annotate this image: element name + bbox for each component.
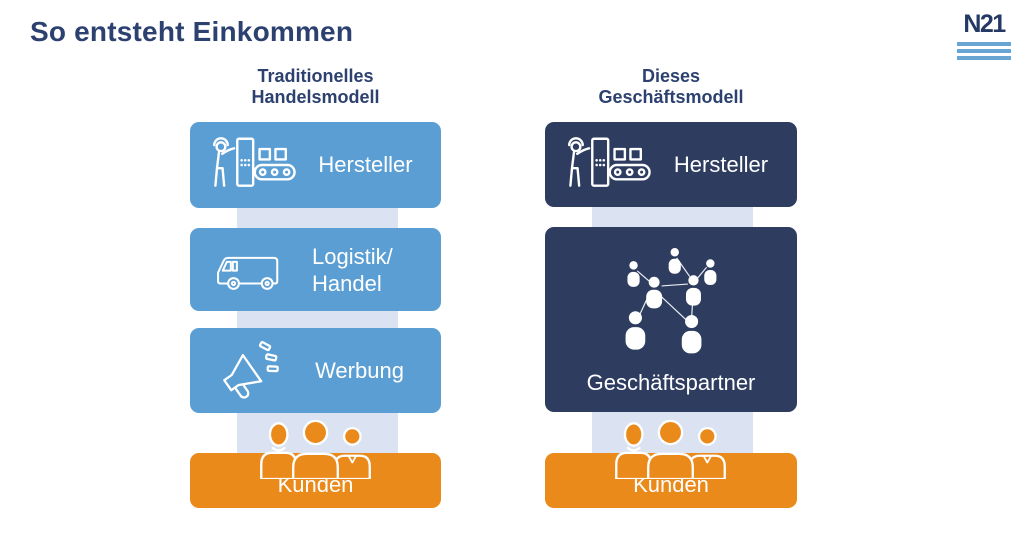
box-business-partners: Geschäftspartner [545,227,797,412]
logo-stripe-icon [957,42,1011,46]
header-line: Handelsmodell [251,87,380,107]
logo-wordmark: N21 [963,10,1006,38]
logo-stripe-icon [957,49,1011,53]
box-label: Geschäftspartner [586,370,756,395]
box-label: Werbung [315,357,404,383]
box-manufacturer-traditional: Hersteller [190,122,441,208]
column-header-this-business-model: Dieses Geschäftsmodell [545,66,797,108]
header-line: Traditionelles [257,66,374,86]
box-label: Hersteller [673,151,769,177]
column-header-traditional-model: Traditionelles Handelsmodell [190,66,441,108]
box-label-line: Logistik/ [312,243,393,269]
factory-worker-icon [557,130,653,200]
logo-stripe-icon [957,56,1011,60]
box-logistics-trade: Logistik/ Handel [190,228,441,311]
delivery-truck-icon [212,247,286,293]
box-advertising: Werbung [190,328,441,413]
megaphone-icon [210,339,286,403]
box-label-line: Handel [312,270,382,296]
box-label: Logistik/ Handel [286,243,441,297]
brand-logo: N21 [957,12,1011,60]
customers-group-icon [250,417,381,479]
page-title: So entsteht Einkommen [30,16,354,47]
header-line: Dieses [641,66,701,86]
factory-worker-icon [202,130,298,200]
header-line: Geschäftsmodell [598,87,744,107]
customers-group-icon [605,417,736,479]
box-label: Hersteller [318,152,413,177]
box-manufacturer-business: Hersteller [545,122,797,207]
people-network-icon [596,241,746,359]
